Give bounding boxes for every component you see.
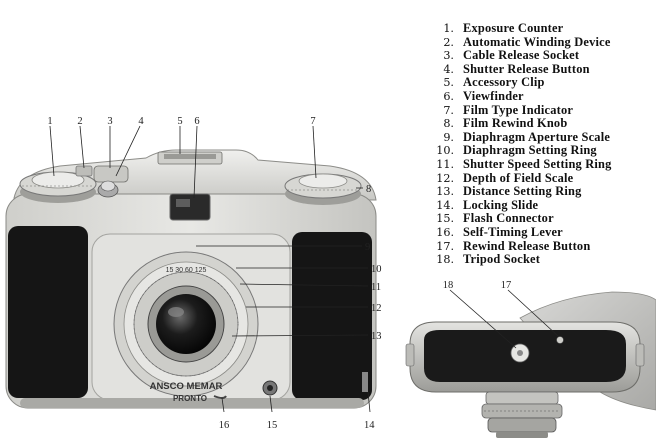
legend-label: Flash Connector [463,211,554,226]
legend-label: Accessory Clip [463,75,545,90]
legend-item: 11. Shutter Speed Setting Ring [416,156,652,172]
callout-6: 6 [194,116,199,127]
legend-number: 15. [436,212,454,226]
callout-13: 13 [371,331,382,342]
callout-14: 14 [364,420,375,431]
callout-3: 3 [107,116,112,127]
legend-item: 9. Diaphragm Aperture Scale [416,129,652,145]
legend-label: Rewind Release Button [463,238,591,253]
front-callouts: 1 2 3 4 5 6 7 8 9 10 11 12 13 14 15 16 [47,116,381,431]
legend-number: 11. [436,157,454,171]
body-base-edge [20,398,364,408]
legend-item: 4. Shutter Release Button [416,61,652,77]
legend-number: 18. [436,253,454,267]
legend-label: Self-Timing Lever [463,224,563,239]
legend-number: 2. [443,35,454,49]
legend-label: Locking Slide [463,197,539,212]
callout-8: 8 [366,184,371,195]
legend-number: 1. [443,22,454,35]
callout-16: 16 [219,420,230,431]
viewfinder-glare [176,199,190,207]
legend-number: 8. [443,117,454,131]
legend-item: 1. Exposure Counter [416,21,652,36]
strap-lug-left [405,343,415,367]
tripod-socket-thread [517,350,523,356]
legend-item: 5. Accessory Clip [416,76,652,90]
legend-item: 7. Film Type Indicator [416,102,652,118]
camera-front-view: 15 30 60 125 ANSCO MEMAR PRONTO [5,149,377,409]
flash-connector-pin [267,385,273,391]
legend-label: Distance Setting Ring [463,184,582,199]
leather-panel-right [292,232,372,400]
legend-item: 14. Locking Slide [416,197,652,213]
exposure-counter-knob [19,171,97,203]
legend-label: Diaphragm Aperture Scale [463,129,611,144]
legend-item: 16. Self-Timing Lever [416,224,652,240]
bottom-callouts: 18 17 [443,280,559,349]
legend-label: Shutter Release Button [463,61,590,76]
legend-item: 10. Diaphragm Setting Ring [416,144,652,158]
callout-7: 7 [310,116,315,127]
locking-slide [362,372,368,392]
legend-number: 16. [436,225,454,239]
camera-bottom-view [405,291,656,438]
legend-item: 6. Viewfinder [416,88,652,104]
legend-number: 13. [436,185,454,199]
legend-item: 15. Flash Connector [416,212,652,226]
legend-label: Diaphragm Setting Ring [463,143,597,158]
legend-number: 6. [443,89,454,103]
legend-label: Shutter Speed Setting Ring [463,156,612,171]
legend-number: 10. [436,144,454,158]
legend-item: 8. Film Rewind Knob [416,117,652,131]
legend-number: 9. [443,130,454,144]
legend-number: 17. [436,239,454,253]
bottom-view-lens [481,391,563,438]
accessory-clip [157,151,223,165]
lens-model-text: PRONTO [173,394,207,403]
legend-item: 12. Depth of Field Scale [416,170,652,186]
legend-number: 3. [443,49,454,63]
legend-label: Film Type Indicator [463,102,574,117]
rewind-knob [284,173,362,205]
legend-label: Depth of Field Scale [463,170,574,185]
legend-label: Cable Release Socket [463,48,580,63]
callout-12: 12 [371,303,382,314]
legend-item: 18. Tripod Socket [416,252,652,267]
callout-5: 5 [177,116,182,127]
legend-label: Automatic Winding Device [463,34,611,49]
legend-item: 3. Cable Release Socket [416,49,652,63]
legend-item: 13. Distance Setting Ring [416,185,652,199]
legend-item: 17. Rewind Release Button [416,238,652,254]
callout-1: 1 [47,116,52,127]
legend-label: Exposure Counter [463,21,564,35]
legend-label: Viewfinder [463,88,524,103]
lens-assembly: 15 30 60 125 ANSCO MEMAR PRONTO [113,251,259,403]
shutter-release-assembly [93,165,129,198]
legend-number: 14. [436,198,454,212]
legend-label: Film Rewind Knob [463,116,568,131]
shutter-speed-scale: 15 30 60 125 [166,267,207,274]
leather-panel-left [8,226,88,398]
callout-9: 9 [365,242,370,253]
callout-17: 17 [501,280,512,291]
legend-number: 12. [436,171,454,185]
strap-lug-right [635,343,645,367]
legend-label: Tripod Socket [463,252,541,267]
lens-brand-text: ANSCO MEMAR [150,381,223,392]
legend-number: 5. [443,76,454,90]
rewind-release-button [556,336,564,344]
legend-number: 7. [443,103,454,117]
legend-item: 2. Automatic Winding Device [416,34,652,50]
callout-4: 4 [138,116,144,127]
legend-number: 4. [443,62,454,76]
callout-2: 2 [77,116,82,127]
callout-11: 11 [371,282,381,293]
callout-10: 10 [371,264,382,275]
callout-15: 15 [267,420,278,431]
callout-18: 18 [443,280,454,291]
parts-legend: 1. Exposure Counter 2. Automatic Winding D… [416,21,652,267]
